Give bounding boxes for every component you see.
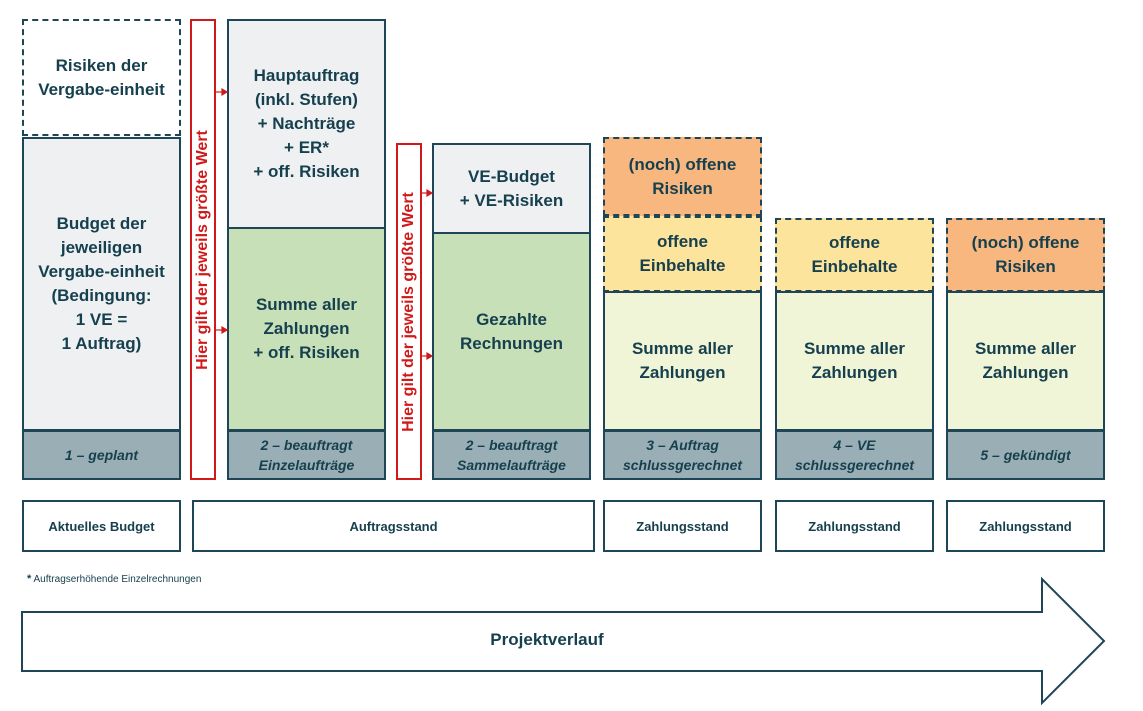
col4-payments-text: Summe aller Zahlungen bbox=[631, 339, 734, 382]
col2-top-box: Hauptauftrag (inkl. Stufen) + Nachträge … bbox=[227, 19, 386, 229]
project-progress-arrow bbox=[21, 576, 1106, 706]
col6-payments-text: Summe aller Zahlungen bbox=[974, 339, 1077, 382]
label-current-budget-text: Aktuelles Budget bbox=[48, 518, 155, 534]
col2-bottom-box: Summe aller Zahlungen + off. Risiken bbox=[227, 227, 386, 431]
col4-retentions-box: offene Einbehalte bbox=[603, 216, 762, 292]
label-payment-status-2-text: Zahlungsstand bbox=[808, 518, 901, 534]
col1-budget-box: Budget der jeweiligen Vergabe-einheit (B… bbox=[22, 137, 181, 431]
col3-status: 2 – beauftragt Sammelaufträge bbox=[432, 430, 591, 480]
col5-payments-text: Summe aller Zahlungen bbox=[803, 339, 906, 382]
label-current-budget: Aktuelles Budget bbox=[22, 500, 181, 552]
col6-status-text: 5 – gekündigt bbox=[980, 447, 1071, 463]
col4-status: 3 – Auftrag schlussgerechnet bbox=[603, 430, 762, 480]
footnote: * Auftragserhöhende Einzelrechnungen bbox=[27, 573, 201, 585]
label-payment-status-1: Zahlungsstand bbox=[603, 500, 762, 552]
label-order-status-text: Auftragsstand bbox=[349, 518, 438, 534]
col3-bottom-text: Gezahlte Rechnungen bbox=[460, 309, 563, 353]
col2-top-text: Hauptauftrag (inkl. Stufen) + Nachträge … bbox=[253, 66, 360, 181]
col3-top-box: VE-Budget + VE-Risiken bbox=[432, 143, 591, 234]
col1-risks-box: Risiken der Vergabe-einheit bbox=[22, 19, 181, 136]
col6-risks-text: (noch) offene Risiken bbox=[971, 233, 1080, 276]
footnote-star: * bbox=[27, 573, 32, 585]
label-payment-status-3: Zahlungsstand bbox=[946, 500, 1105, 552]
col6-risks-box: (noch) offene Risiken bbox=[946, 218, 1105, 292]
col5-payments-box: Summe aller Zahlungen bbox=[775, 291, 934, 431]
arrow-3-head bbox=[426, 188, 434, 198]
vbar-2: Hier gilt der jeweils größte Wert bbox=[396, 143, 422, 480]
vbar-1: Hier gilt der jeweils größte Wert bbox=[190, 19, 216, 480]
label-payment-status-3-text: Zahlungsstand bbox=[979, 518, 1072, 534]
col4-payments-box: Summe aller Zahlungen bbox=[603, 291, 762, 431]
label-order-status: Auftragsstand bbox=[192, 500, 595, 552]
footnote-text: Auftragserhöhende Einzelrechnungen bbox=[31, 574, 202, 585]
col6-status: 5 – gekündigt bbox=[946, 430, 1105, 480]
col5-retentions-text: offene Einbehalte bbox=[811, 233, 898, 276]
project-progress-label: Projektverlauf bbox=[490, 630, 604, 649]
col6-payments-box: Summe aller Zahlungen bbox=[946, 291, 1105, 431]
col1-budget-text: Budget der jeweiligen Vergabe-einheit (B… bbox=[38, 214, 165, 353]
col1-status: 1 – geplant bbox=[22, 430, 181, 480]
col3-top-text: VE-Budget + VE-Risiken bbox=[459, 166, 564, 210]
arrow-2-head bbox=[221, 325, 229, 335]
col4-retentions-text: offene Einbehalte bbox=[639, 232, 726, 275]
label-payment-status-1-text: Zahlungsstand bbox=[636, 518, 729, 534]
col4-risks-text: (noch) offene Risiken bbox=[628, 154, 737, 198]
col5-status-text: 4 – VE schlussgerechnet bbox=[794, 437, 915, 473]
col5-status: 4 – VE schlussgerechnet bbox=[775, 430, 934, 480]
col4-status-text: 3 – Auftrag schlussgerechnet bbox=[622, 437, 743, 473]
col1-risks-text: Risiken der Vergabe-einheit bbox=[38, 55, 165, 99]
col2-status: 2 – beauftragt Einzelaufträge bbox=[227, 430, 386, 480]
col2-bottom-text: Summe aller Zahlungen + off. Risiken bbox=[253, 295, 360, 362]
col1-status-text: 1 – geplant bbox=[64, 447, 139, 463]
col2-status-text: 2 – beauftragt Einzelaufträge bbox=[258, 437, 355, 473]
arrow-1-head bbox=[221, 87, 229, 97]
arrow-4-head bbox=[426, 351, 434, 361]
col3-status-text: 2 – beauftragt Sammelaufträge bbox=[457, 437, 566, 473]
label-payment-status-2: Zahlungsstand bbox=[775, 500, 934, 552]
col4-risks-box: (noch) offene Risiken bbox=[603, 137, 762, 216]
